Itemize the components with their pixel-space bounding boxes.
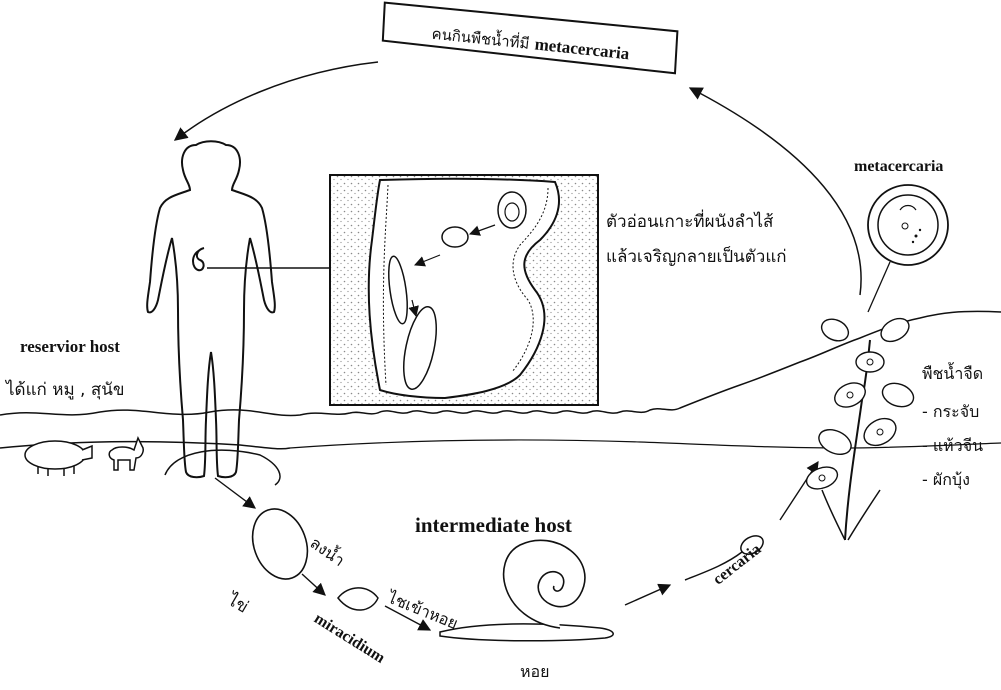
water-plant-icon <box>804 314 917 540</box>
zoom-line <box>868 262 890 312</box>
intestine-note-line1: ตัวอ่อนเกาะที่ผนังลำไส้ <box>606 208 773 235</box>
excysted-larva <box>442 227 468 247</box>
snail-label: หอย <box>520 660 550 685</box>
plant-item-1: - กระจับ <box>922 400 979 425</box>
dog-icon <box>109 438 143 470</box>
pig-icon <box>25 441 92 476</box>
intestine-inset <box>330 175 598 405</box>
arrow-to-plant <box>780 462 818 520</box>
snail-icon <box>440 540 613 640</box>
plant-item-3: - ผักบุ้ง <box>922 468 970 493</box>
intestine-note-line2: แล้วเจริญกลายเป็นตัวแก่ <box>606 243 787 270</box>
reservoir-host-examples: ได้แก่ หมู , สุนัข <box>6 376 125 403</box>
arrow-to-egg <box>215 478 255 508</box>
cycle-arrow-top-left <box>175 62 378 140</box>
miracidium-icon <box>338 588 378 610</box>
plants-title: พืชน้ำจืด <box>922 362 983 387</box>
metacercaria-label: metacercaria <box>854 158 943 176</box>
arrow-to-miracidium <box>302 574 325 595</box>
intermediate-host-label: intermediate host <box>415 513 572 538</box>
egg-icon <box>243 501 316 586</box>
bank-right <box>290 440 1001 448</box>
arrow-to-cercaria <box>625 585 670 605</box>
reservoir-host-title: reservior host <box>20 337 120 357</box>
cyst-in-inset <box>498 192 526 228</box>
plant-item-2: - แห้วจีน <box>922 434 983 459</box>
metacercaria-cyst-icon <box>868 185 948 265</box>
human-figure <box>147 141 275 477</box>
